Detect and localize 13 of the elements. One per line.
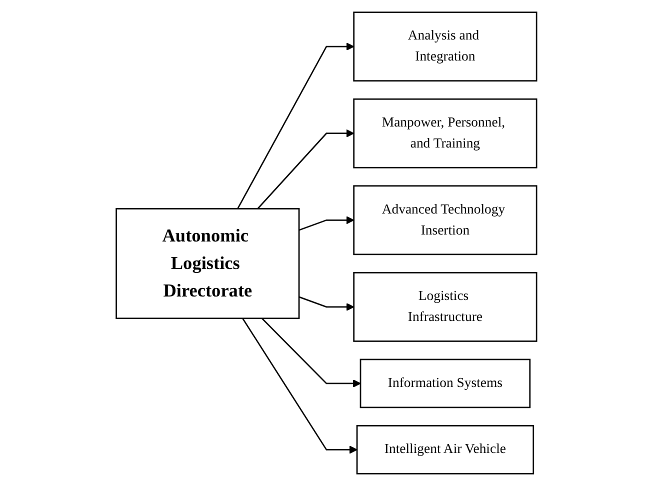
arrow xyxy=(242,318,357,454)
node-box: Intelligent Air Vehicle xyxy=(356,425,534,474)
node-box: Analysis and Integration xyxy=(352,12,537,82)
arrow xyxy=(261,318,360,388)
arrow xyxy=(298,296,354,311)
node-box: Manpower, Personnel, and Training xyxy=(352,98,537,168)
node-box: Autonomic Logistics Directorate xyxy=(115,208,300,320)
node-box: Advanced Technology Insertion xyxy=(352,185,537,256)
arrow xyxy=(236,42,354,210)
node-box: Information Systems xyxy=(359,358,530,408)
arrow xyxy=(298,216,354,231)
node-box: Logistics Infrastructure xyxy=(352,272,537,342)
arrow xyxy=(256,129,354,210)
